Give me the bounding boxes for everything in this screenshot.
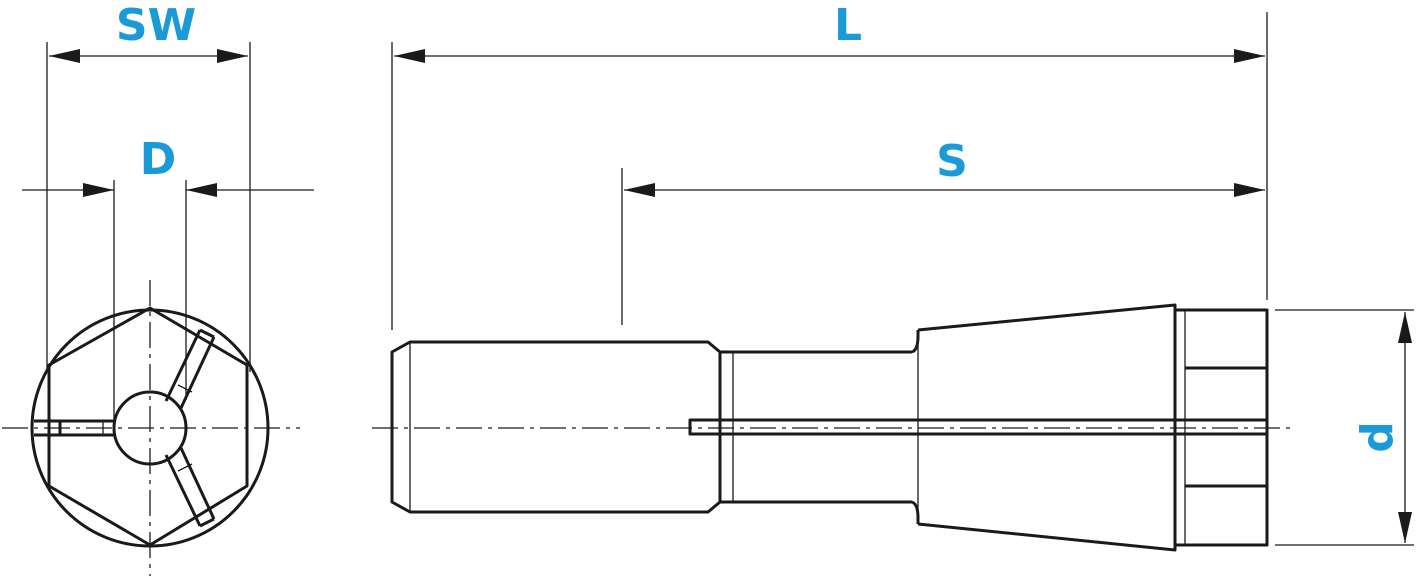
collet-end-view bbox=[2, 280, 300, 576]
end-view-slot-lower-right bbox=[164, 447, 216, 528]
dimension-l bbox=[391, 12, 1268, 330]
dimension-d-head bbox=[1275, 309, 1414, 546]
label-l: L bbox=[834, 0, 862, 51]
label-s: S bbox=[936, 136, 968, 187]
side-view-slot bbox=[688, 418, 1267, 436]
side-view-shank bbox=[390, 340, 722, 514]
dimension-s bbox=[621, 168, 1265, 325]
dimension-sw bbox=[46, 42, 251, 372]
end-view-hexagon bbox=[47, 306, 249, 547]
label-d-bore: D bbox=[140, 134, 177, 185]
label-d-head: d bbox=[1352, 421, 1403, 453]
dimension-d-bore bbox=[22, 180, 314, 420]
collet-side-view bbox=[372, 303, 1292, 552]
label-sw: SW bbox=[116, 0, 196, 51]
